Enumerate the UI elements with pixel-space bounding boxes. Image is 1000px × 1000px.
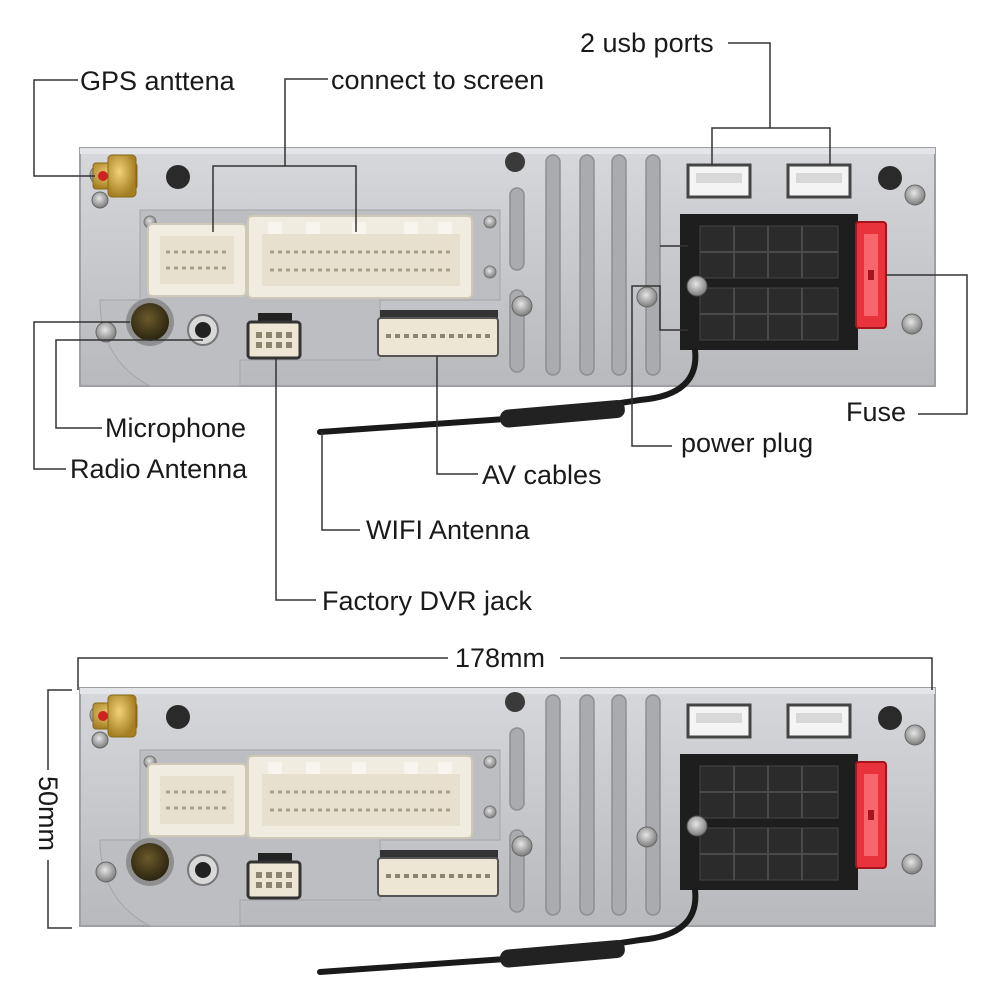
dimension-width: 178mm bbox=[455, 643, 546, 673]
label-dvr-jack: Factory DVR jack bbox=[322, 586, 533, 616]
label-wifi-antenna: WIFI Antenna bbox=[366, 515, 530, 545]
label-power-plug: power plug bbox=[681, 428, 814, 458]
label-fuse: Fuse bbox=[846, 397, 907, 427]
dimension-height: 50mm bbox=[33, 775, 64, 852]
label-usb-ports: 2 usb ports bbox=[580, 28, 714, 58]
label-av-cables: AV cables bbox=[482, 460, 602, 490]
label-connect-screen: connect to screen bbox=[331, 65, 545, 95]
label-gps-antenna: GPS anttena bbox=[80, 66, 235, 96]
head-unit-bottom bbox=[80, 688, 935, 972]
label-radio-antenna: Radio Antenna bbox=[70, 454, 248, 484]
callout-lines bbox=[33, 42, 968, 929]
head-unit-top bbox=[80, 148, 935, 432]
label-microphone: Microphone bbox=[105, 413, 247, 443]
